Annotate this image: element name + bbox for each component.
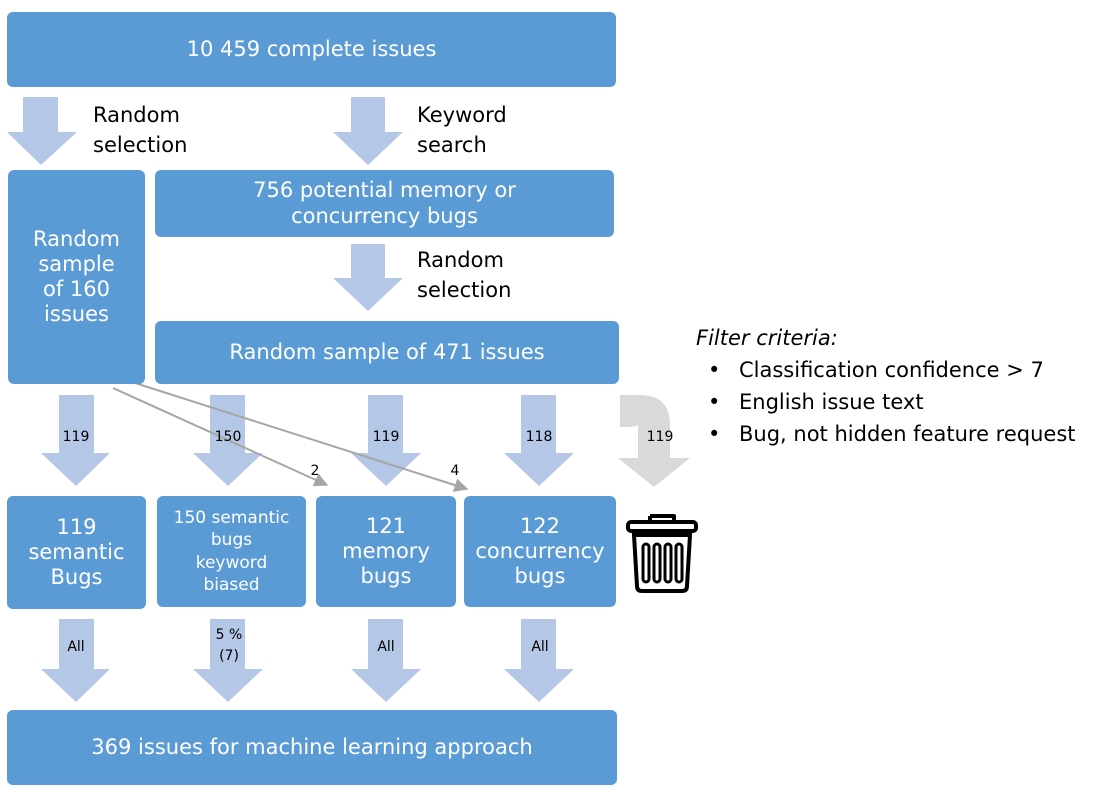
arrow-to-trash <box>618 395 690 487</box>
count-to-semantic: 119 <box>62 429 90 445</box>
concurrency-bugs-box: 122 concurrency bugs <box>464 496 616 607</box>
filter-item-confidence: Classification confidence > 7 <box>696 354 1076 386</box>
count-to-concurrency: 118 <box>525 429 553 445</box>
semantic-biased-box: 150 semantic bugs keyword biased <box>157 496 306 607</box>
count-to-memory: 119 <box>372 429 400 445</box>
filter-item-english: English issue text <box>696 386 1076 418</box>
select-all-concurrency: All <box>531 639 549 655</box>
arrow-sample-biased <box>193 619 263 702</box>
random-selection-label-2: Random selection <box>417 248 512 303</box>
arrow-all-memory <box>351 619 421 702</box>
final-issues-box: 369 issues for machine learning approach <box>7 710 617 785</box>
memory-bugs-box: 121 memory bugs <box>316 496 456 607</box>
keyword-search-label: Keyword search <box>417 103 507 158</box>
connector-to-memory <box>112 387 329 487</box>
semantic-bugs-box: 119 semantic Bugs <box>7 496 146 609</box>
arrow-random-selection-2 <box>333 244 403 311</box>
count-to-trash: 119 <box>646 429 674 445</box>
random-sample-471-box: Random sample of 471 issues <box>155 321 619 384</box>
trash-icon <box>626 514 698 593</box>
filter-item-bug: Bug, not hidden feature request <box>696 418 1076 450</box>
arrow-all-semantic <box>41 619 110 702</box>
select-biased: 5 % (7) <box>215 627 243 664</box>
arrow-to-memory <box>351 395 421 486</box>
random-sample-160-box: Random sample of 160 issues <box>8 170 145 384</box>
potential-bugs-box: 756 potential memory or concurrency bugs <box>155 170 614 237</box>
arrow-random-selection <box>7 97 77 165</box>
filter-criteria-title: Filter criteria: <box>696 326 838 350</box>
connector-to-concurrency <box>134 382 469 492</box>
filter-criteria-list: Classification confidence > 7 English is… <box>696 354 1076 450</box>
select-all-semantic: All <box>67 639 85 655</box>
random-selection-label: Random selection <box>93 103 188 158</box>
arrow-all-concurrency <box>504 619 574 702</box>
select-all-memory: All <box>377 639 395 655</box>
count-cross-concurrency: 4 <box>450 463 460 479</box>
complete-issues-box: 10 459 complete issues <box>7 12 616 87</box>
count-to-biased: 150 <box>214 429 242 445</box>
arrow-keyword-search <box>333 97 403 165</box>
arrow-to-concurrency <box>504 395 574 486</box>
filter-criteria: Filter criteria: Classification confiden… <box>696 326 1076 450</box>
count-cross-memory: 2 <box>310 463 320 479</box>
arrow-to-semantic <box>41 395 110 486</box>
